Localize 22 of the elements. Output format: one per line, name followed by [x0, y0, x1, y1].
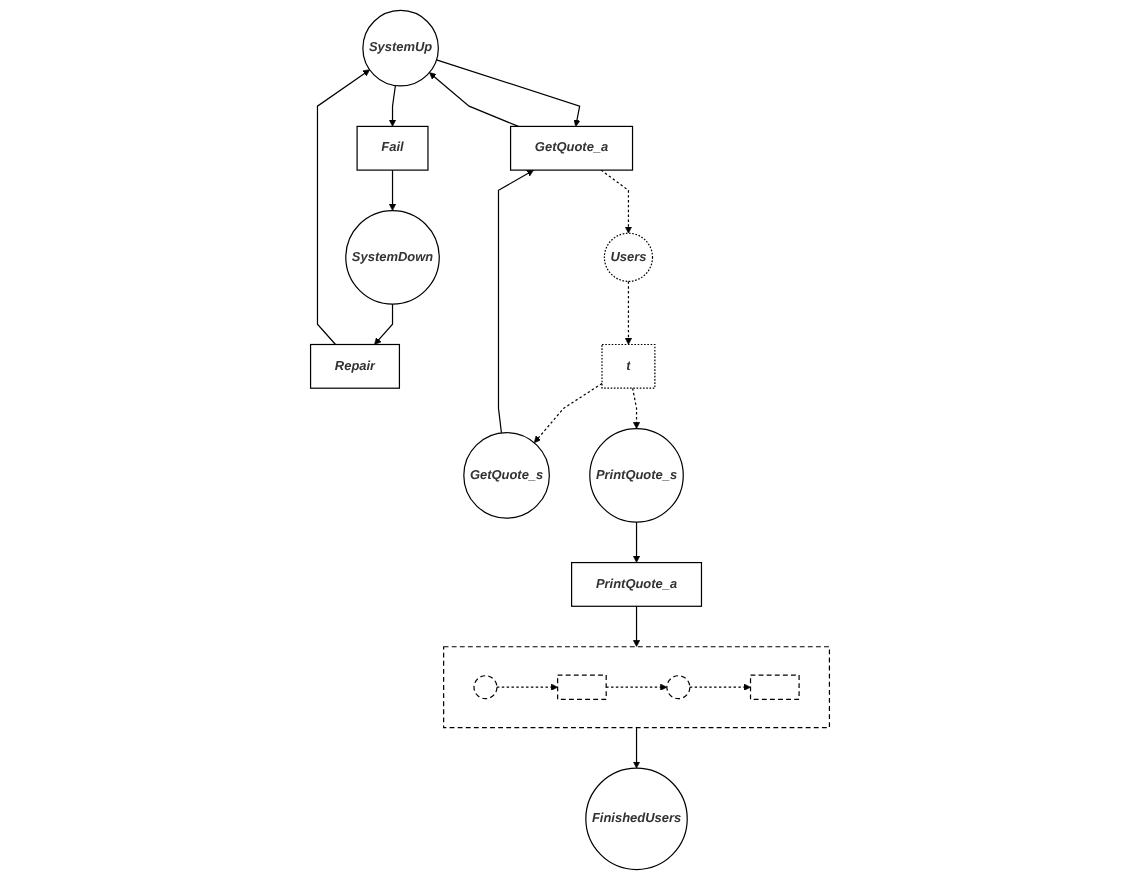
arrow: [689, 683, 751, 691]
node-circle: [473, 675, 498, 700]
node-bar: [749, 674, 800, 700]
arrow: [435, 59, 581, 127]
arrow: [388, 84, 397, 127]
arrow: [388, 169, 397, 211]
arrow: [624, 280, 632, 345]
arrow: [632, 387, 641, 429]
arrow: [316, 69, 370, 346]
arrow: [633, 521, 641, 563]
arrow: [429, 72, 519, 127]
node-bar: [557, 674, 607, 700]
arrow: [533, 382, 603, 444]
node-circle: [666, 675, 691, 700]
arrow: [633, 727, 641, 769]
arrow: [600, 169, 632, 234]
arrow: [633, 605, 641, 648]
arrow: [374, 303, 394, 345]
arrow: [496, 683, 558, 691]
cluster: [443, 646, 831, 729]
arrow: [497, 169, 534, 434]
arrow: [605, 683, 668, 691]
